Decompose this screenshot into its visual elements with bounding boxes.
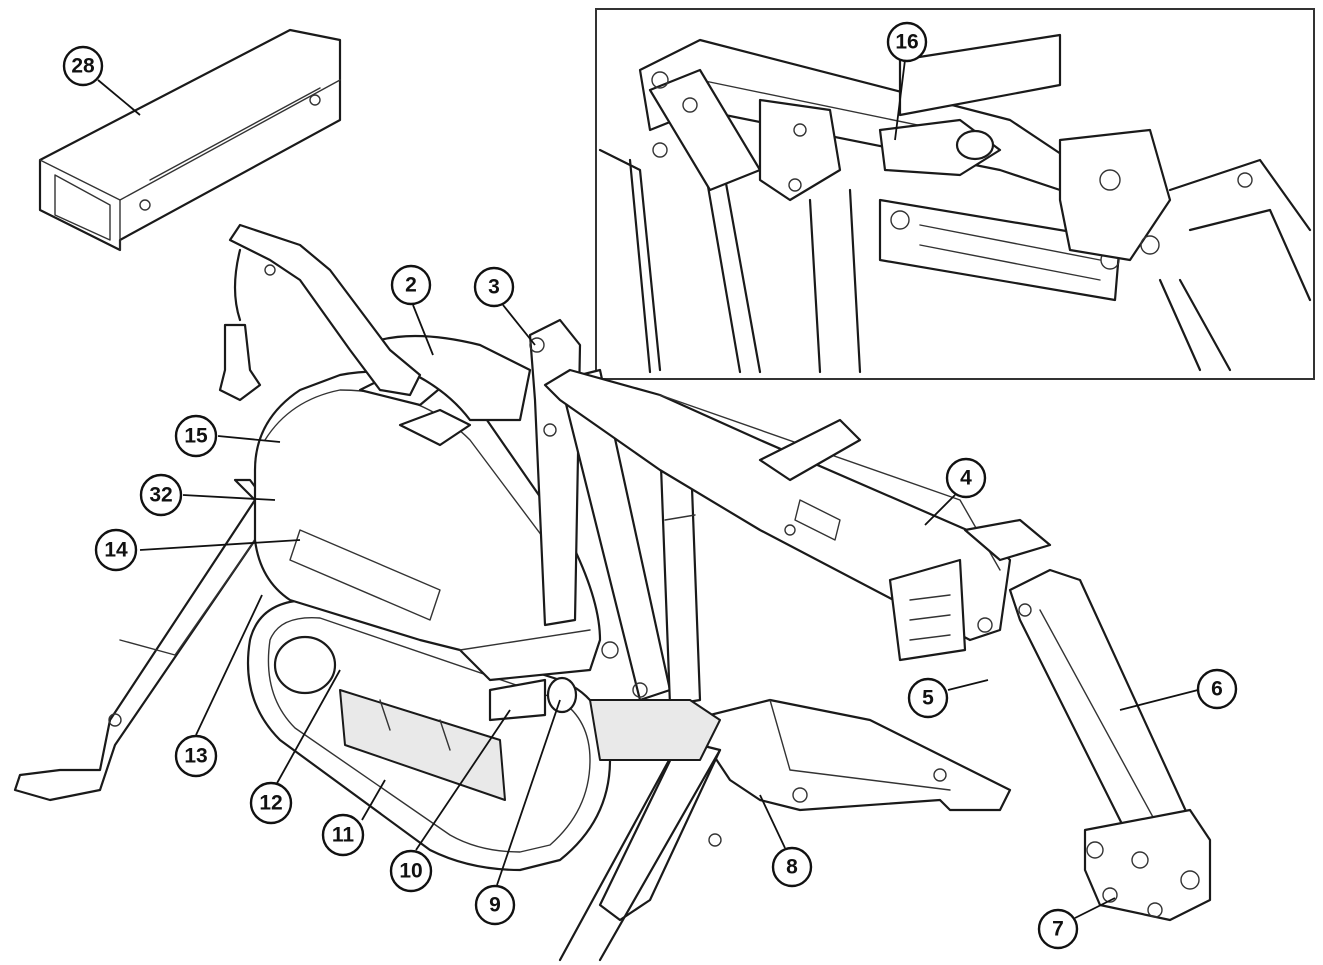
leader-32 xyxy=(182,494,276,501)
leader-13 xyxy=(195,594,263,736)
callout-7: 7 xyxy=(1037,908,1079,950)
callout-28: 28 xyxy=(62,45,104,87)
leader-14 xyxy=(139,539,301,551)
callout-15: 15 xyxy=(174,414,218,458)
callout-8-label: 8 xyxy=(786,856,798,879)
callout-11-label: 11 xyxy=(332,824,355,847)
callout-8: 8 xyxy=(771,846,813,888)
callout-13-label: 13 xyxy=(184,745,207,768)
leader-lines xyxy=(97,59,1199,919)
callout-3: 3 xyxy=(473,266,515,308)
leader-8 xyxy=(759,794,786,849)
callout-32: 32 xyxy=(139,473,183,517)
callout-5: 5 xyxy=(907,677,949,719)
machine-drawing xyxy=(13,223,1212,962)
callout-9-label: 9 xyxy=(489,894,501,917)
leader-4 xyxy=(924,494,956,526)
callout-3-label: 3 xyxy=(488,276,500,299)
callout-2-label: 2 xyxy=(405,274,417,297)
callouts: 28 16 2 3 15 32 14 4 xyxy=(62,21,1238,950)
leader-5 xyxy=(947,679,989,691)
leader-9 xyxy=(496,699,561,886)
callout-11: 11 xyxy=(321,813,365,857)
callout-12: 12 xyxy=(249,781,293,825)
callout-15-label: 15 xyxy=(184,425,208,448)
callout-14-label: 14 xyxy=(104,539,128,562)
callout-6-label: 6 xyxy=(1211,678,1223,701)
leader-2 xyxy=(412,304,434,356)
callout-5-label: 5 xyxy=(922,687,934,710)
callout-16: 16 xyxy=(886,21,928,63)
leader-12 xyxy=(275,669,341,786)
callout-32-label: 32 xyxy=(149,484,172,507)
callout-6: 6 xyxy=(1196,668,1238,710)
inset-arm-drawing xyxy=(598,33,1312,374)
leader-16 xyxy=(894,59,906,141)
callout-14: 14 xyxy=(94,528,138,572)
leader-11 xyxy=(361,779,386,821)
detail-inset xyxy=(595,8,1315,380)
leader-7 xyxy=(1074,897,1116,919)
callout-9: 9 xyxy=(474,884,516,926)
callout-4-label: 4 xyxy=(960,467,972,490)
leader-3 xyxy=(502,304,536,346)
leader-6 xyxy=(1119,689,1199,711)
cover-part-drawing xyxy=(38,28,342,252)
callout-28-label: 28 xyxy=(71,55,95,78)
callout-12-label: 12 xyxy=(259,792,282,815)
callout-4: 4 xyxy=(945,457,987,499)
leader-10 xyxy=(415,709,511,851)
callout-10: 10 xyxy=(389,849,433,893)
callout-10-label: 10 xyxy=(399,860,422,883)
callout-7-label: 7 xyxy=(1052,918,1064,941)
leader-28 xyxy=(97,79,141,116)
leader-15 xyxy=(217,435,281,443)
callout-16-label: 16 xyxy=(895,31,918,54)
callout-2: 2 xyxy=(390,264,432,306)
callout-13: 13 xyxy=(174,734,218,778)
